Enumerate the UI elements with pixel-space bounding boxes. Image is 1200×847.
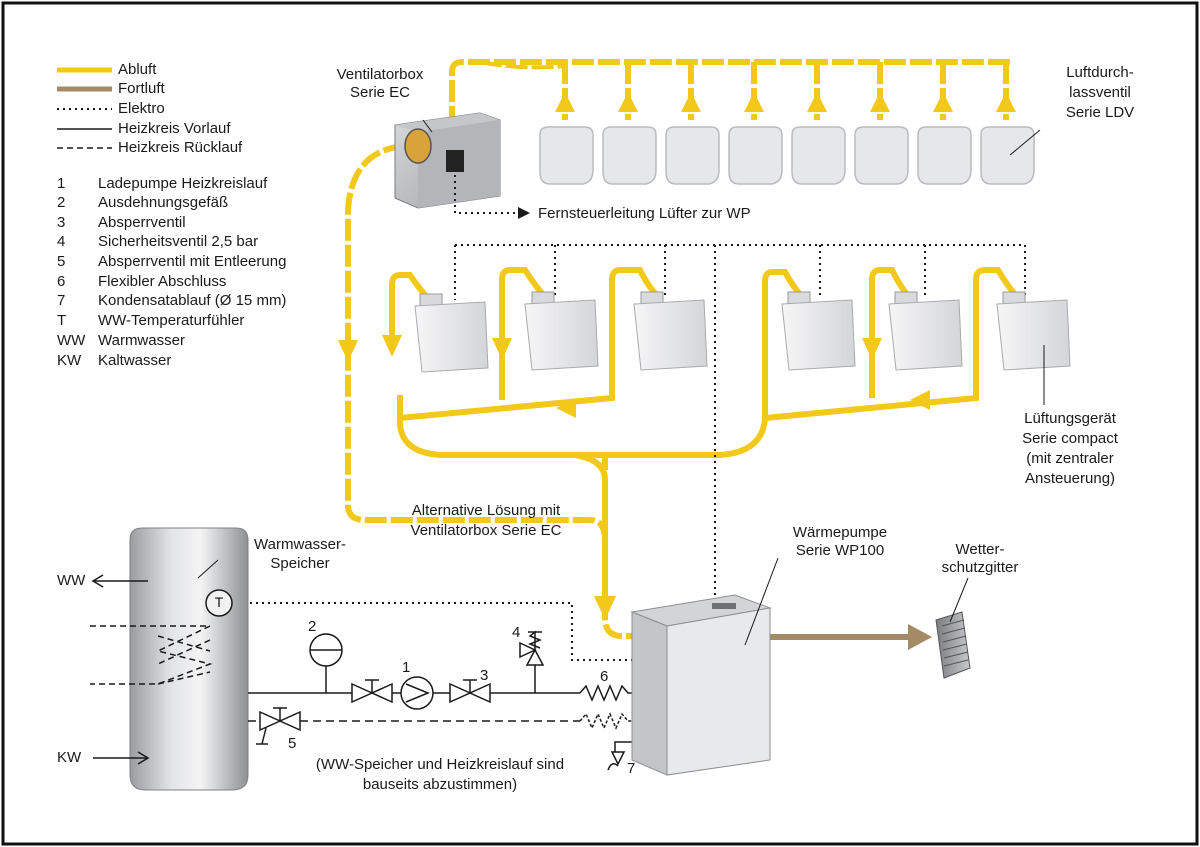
compact-units <box>414 291 1071 405</box>
compact-unit <box>781 291 856 371</box>
ldv-valve <box>980 126 1035 185</box>
t-sensor-label: T <box>214 594 224 610</box>
absperrventil-3 <box>449 679 491 704</box>
legend-fortluft-label: Fortluft <box>118 80 165 97</box>
legend-key-2: 2 <box>57 194 66 211</box>
legend-item-6: Flexibler Abschluss <box>98 273 227 290</box>
ldv-valve <box>917 126 972 185</box>
compact-label-line3: (mit zentraler <box>1026 450 1114 467</box>
legend-key-6: 6 <box>57 273 66 290</box>
legend-item-kw: Kaltwasser <box>98 352 172 369</box>
compact-unit <box>524 291 599 371</box>
legend-item-5: Absperrventil mit Entleerung <box>98 253 287 270</box>
speicher-label-line2: Speicher <box>270 555 330 572</box>
gitter-label-line1: Wetter- <box>955 541 1005 558</box>
ldv-valve <box>728 126 783 185</box>
wetterschutzgitter <box>935 577 971 679</box>
compact-label-line2: Serie compact <box>1022 430 1118 447</box>
ventilatorbox <box>394 112 501 209</box>
abluft-ducts <box>345 59 1010 639</box>
waermepumpe-label-line2: Serie WP100 <box>795 542 885 559</box>
fortluft-duct <box>770 624 932 650</box>
legend-key-t: T <box>57 312 67 329</box>
fernsteuer-label: Fernsteuerleitung Lüfter zur WP <box>538 205 751 222</box>
compact-label-line4: Ansteuerung) <box>1024 470 1116 487</box>
abluft-arrows <box>338 92 1016 620</box>
number-4: 4 <box>512 624 521 641</box>
number-3: 3 <box>480 667 489 684</box>
speicher-label-line1: Warmwasser- <box>254 536 346 553</box>
legend-vorlauf-label: Heizkreis Vorlauf <box>118 120 231 137</box>
compact-unit <box>888 291 963 371</box>
waermepumpe <box>630 557 779 776</box>
legend-item-2: Ausdehnungsgefäß <box>98 194 229 211</box>
legend-item-3: Absperrventil <box>98 214 186 231</box>
legend-key-ww: WW <box>57 332 86 349</box>
kw-label: KW <box>57 749 82 766</box>
legend-item-4: Sicherheitsventil 2,5 bar <box>98 233 259 250</box>
legend-abluft-label: Abluft <box>118 61 157 78</box>
ldv-valve <box>602 126 657 185</box>
compact-unit <box>414 293 489 373</box>
fernsteuer-arrow <box>518 207 530 219</box>
t-sensor <box>205 589 233 617</box>
elektro-lines <box>232 175 1026 661</box>
legend-key-3: 3 <box>57 214 66 231</box>
legend-ruecklauf-label: Heizkreis Rücklauf <box>118 139 243 156</box>
ldv-pointer <box>1009 129 1041 156</box>
terminal-box <box>446 150 464 172</box>
number-6: 6 <box>600 668 609 685</box>
ldv-valve <box>854 126 909 185</box>
kondensat-symbol <box>610 751 626 766</box>
absperrventil-left <box>351 679 393 704</box>
heizkreis-lines <box>248 664 632 771</box>
ldv-valve <box>539 126 594 185</box>
ldv-label-line3: Serie LDV <box>1065 104 1135 121</box>
warmwasser-speicher <box>90 527 249 791</box>
number-2: 2 <box>308 618 317 635</box>
ldv-valve <box>791 126 846 185</box>
ladepumpe <box>400 676 434 710</box>
legend-item-7: Kondensatablauf (Ø 15 mm) <box>98 292 287 309</box>
legend-elektro-label: Elektro <box>118 100 165 117</box>
legend-item-ww: Warmwasser <box>98 332 185 349</box>
ventilatorbox-label-line1: Ventilatorbox <box>336 66 424 83</box>
number-7: 7 <box>627 760 636 777</box>
ldv-valves <box>539 126 1041 185</box>
legend-key-7: 7 <box>57 292 66 309</box>
number-1: 1 <box>402 659 411 676</box>
ldv-valve <box>665 126 720 185</box>
legend-key-5: 5 <box>57 253 66 270</box>
legend-key-kw: KW <box>57 352 82 369</box>
note-line2: bauseits abzustimmen) <box>362 776 518 793</box>
legend-item-1: Ladepumpe Heizkreislauf <box>98 175 268 192</box>
compact-label-line1: Lüftungsgerät <box>1024 410 1116 427</box>
legend-item-t: WW-Temperaturfühler <box>98 312 245 329</box>
legend-line-samples <box>57 67 112 149</box>
legend-key-1: 1 <box>57 175 66 192</box>
legend-key-4: 4 <box>57 233 66 250</box>
ventilatorbox-label-line2: Serie EC <box>349 84 411 101</box>
ldv-label-line1: Luftdurch- <box>1066 64 1134 81</box>
ausdehnungsgefaess <box>309 633 343 667</box>
compact-unit <box>633 291 708 371</box>
ww-label: WW <box>57 572 86 589</box>
alternative-label-line2: Ventilatorbox Serie EC <box>410 522 562 539</box>
sicherheitsventil <box>519 630 545 666</box>
fan-outlet <box>404 128 432 164</box>
compact-unit <box>996 291 1071 371</box>
waermepumpe-label-line1: Wärmepumpe <box>792 524 888 541</box>
absperrventil-entleerung <box>256 707 301 745</box>
note-line1: (WW-Speicher und Heizkreislauf sind <box>315 756 565 773</box>
ldv-label-line2: lassventil <box>1069 84 1131 101</box>
ww-kw-arrows <box>91 574 150 765</box>
alternative-label-line1: Alternative Lösung mit <box>411 502 561 519</box>
number-5: 5 <box>288 735 297 752</box>
gitter-label-line2: schutzgitter <box>941 559 1019 576</box>
